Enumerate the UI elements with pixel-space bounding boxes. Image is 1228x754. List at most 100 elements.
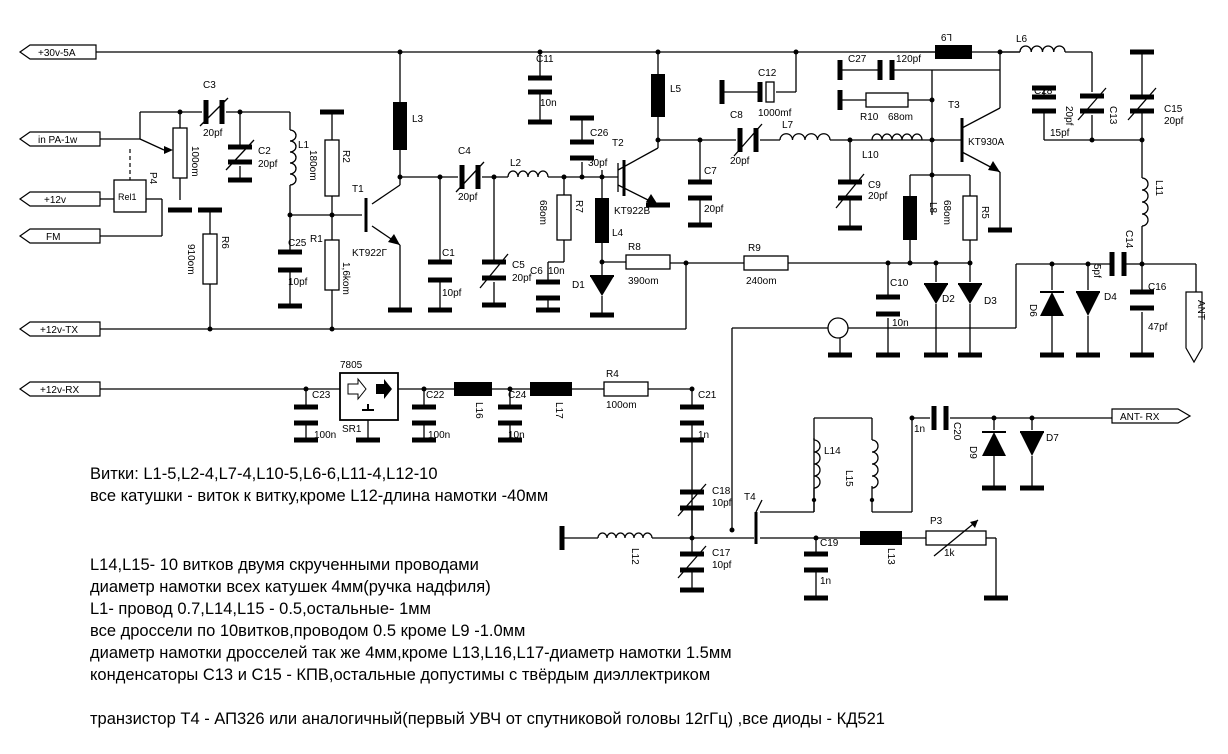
c8-value: 20pf [730, 156, 750, 167]
capacitor-c19: C19 1n [804, 538, 839, 587]
inductor-l10: L10 [862, 133, 923, 161]
note-diameter: диаметр намотки всех катушек 4мм(ручка н… [90, 578, 491, 596]
t1-type: KT922Г [352, 248, 387, 259]
r2-value: 180om [307, 150, 318, 181]
c5-value: 20pf [512, 273, 532, 284]
c17-value: 10pf [712, 560, 732, 571]
c23-ref: C23 [312, 390, 331, 401]
capacitor-c6: C6 10n [530, 266, 565, 301]
port-12v-rx: +12v-RX [18, 381, 101, 397]
choke-l4: L4 [595, 198, 624, 243]
r6-ref: R6 [219, 236, 230, 249]
c10-ref: C10 [890, 278, 909, 289]
r8-ref: R8 [628, 242, 641, 253]
p4-ref: P4 [147, 172, 158, 185]
capacitor-c3: C3 20pf [199, 80, 229, 139]
r4-ref: R4 [606, 369, 619, 380]
regulator-7805: 7805 SR1 [339, 360, 399, 435]
c8-ref: C8 [730, 110, 743, 121]
c6-value: 10n [548, 266, 565, 277]
capacitor-c26: C26 30pf [570, 128, 609, 169]
inductor-l14: L14 [813, 439, 841, 500]
port-ant: ANT [1185, 291, 1206, 364]
capacitor-c7: C7 20pf [688, 166, 724, 215]
c17-ref: C17 [712, 548, 731, 559]
inductor-l15: L15 [843, 439, 879, 489]
l15-ref: L15 [843, 470, 854, 487]
resistor-r10: R10 68om [860, 92, 913, 123]
junctions [177, 49, 1145, 541]
capacitor-c5: C5 20pf [479, 253, 532, 289]
capacitor-c8: C8 20pf [730, 110, 763, 167]
c25-ref: C25 [288, 238, 307, 249]
notes-transistor-block: транзистор T4 - АП326 или аналогичный(пе… [90, 708, 885, 730]
choke-l16: L16 [454, 382, 492, 419]
r9-value: 240om [746, 276, 777, 287]
port-12v-tx: +12v-TX [18, 321, 101, 337]
capacitor-c16: C16 47pf [1130, 282, 1168, 333]
diode-d7: D7 [1020, 431, 1059, 456]
capacitor-c27: C27 120pf [848, 54, 921, 80]
c21-ref: C21 [698, 390, 717, 401]
potentiometer-p3: P3 1k [925, 516, 987, 559]
port-12v: +12v [18, 191, 101, 207]
capacitor-c21: C21 1n [680, 390, 717, 441]
ground-bars [168, 49, 1154, 601]
c24-value: 10n [508, 430, 525, 441]
capacitor-c22: C22 100n [412, 390, 450, 441]
r1-value: 1,6kom [340, 262, 351, 295]
l14-ref: L14 [824, 446, 841, 457]
diode-d1: D1 [572, 275, 614, 296]
c9-ref: C9 [868, 180, 881, 191]
capacitor-c17: C17 10pf [677, 545, 732, 579]
resistor-r6: R6 910om [185, 233, 230, 285]
c7-ref: C7 [704, 166, 717, 177]
capacitor-c4: C4 20pf [455, 146, 485, 203]
capacitor-c28: C28 15pf [1032, 86, 1070, 139]
l2-ref: L2 [510, 158, 522, 169]
c11-ref: C11 [536, 54, 554, 65]
resistor-r2: R2 180om [307, 139, 351, 197]
c2-value: 20pf [258, 159, 278, 170]
transistor-t4: T4 [744, 492, 763, 544]
l1-ref: L1 [298, 140, 310, 151]
port-ant-label: ANT [1195, 300, 1206, 320]
c15-ref: C15 [1164, 104, 1183, 115]
choke-l8: L8 [903, 196, 938, 240]
c22-ref: C22 [426, 390, 445, 401]
c6-ref: C6 [530, 266, 543, 277]
c27-ref: C27 [848, 54, 867, 65]
capacitor-c15: C15 20pf [1127, 87, 1184, 127]
c23-value: 100n [314, 430, 336, 441]
c18-value: 10pf [712, 498, 732, 509]
c1-ref: C1 [442, 248, 455, 259]
c13-ref: C13 [1107, 106, 1118, 125]
r9-ref: R9 [748, 243, 761, 254]
c26-value: 30pf [588, 158, 608, 169]
c27-value: 120pf [896, 54, 921, 65]
diode-d9: D9 [967, 431, 1006, 459]
d7-ref: D7 [1046, 433, 1059, 444]
l4-ref: L4 [612, 228, 624, 239]
l5-ref: L5 [670, 84, 682, 95]
c21-value: 1n [698, 430, 709, 441]
c24-ref: C24 [508, 390, 527, 401]
c3-value: 20pf [203, 128, 223, 139]
d2-ref: D2 [942, 294, 955, 305]
d1-ref: D1 [572, 280, 585, 291]
d6-ref: D6 [1027, 304, 1038, 317]
port-in-pa: in PA-1w [18, 131, 101, 147]
capacitor-c24: C24 10n [498, 390, 527, 441]
relay-rel1: Rel1 [113, 179, 147, 213]
l12-ref: L12 [629, 548, 640, 565]
l3-ref: L3 [412, 114, 424, 125]
capacitor-c12: C12 1000mf [757, 68, 792, 119]
resistor-r7: R7 68om [537, 194, 584, 241]
c18-ref: C18 [712, 486, 731, 497]
c7-value: 20pf [704, 204, 724, 215]
r1-ref: R1 [310, 234, 323, 245]
c19-ref: C19 [820, 538, 839, 549]
note-caps: конденсаторы C13 и C15 - КПВ,остальные д… [90, 666, 711, 684]
l17-ref: L17 [553, 402, 564, 419]
port-30v: +30v-5A [18, 44, 97, 60]
